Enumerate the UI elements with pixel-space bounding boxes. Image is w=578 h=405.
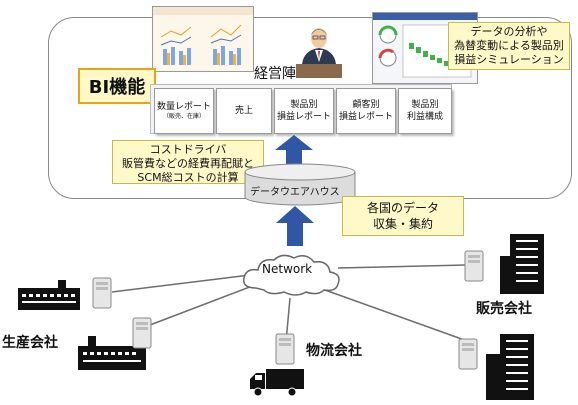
factory-icon — [18, 280, 80, 310]
upper-up-arrow — [275, 135, 313, 167]
data-warehouse-cylinder — [244, 163, 356, 206]
data-warehouse-label: データウエアハウス — [250, 187, 340, 198]
report-product-profit: 製品別 利益構成 — [398, 88, 452, 134]
production-company-label: 生産会社 — [2, 335, 58, 351]
report-sales: 売上 — [216, 88, 272, 134]
factory-icon-2 — [78, 336, 146, 370]
report-title: 売上 — [234, 106, 253, 116]
collect-callout: 各国のデータ 収集・集約 — [342, 196, 464, 236]
analysis-callout: データの分析や 為替変動による製品別 損益シミュレーション — [448, 22, 570, 70]
simulation-thumbnail — [372, 12, 478, 84]
network-label: Network — [262, 262, 313, 276]
sales-server-icon — [464, 250, 484, 282]
report-subtitle: （販売、在庫） — [162, 113, 205, 120]
production-server-icon-2 — [132, 317, 152, 349]
lower-up-arrow — [276, 206, 314, 246]
sales-server-icon-2 — [458, 338, 478, 370]
truck-icon — [250, 369, 304, 397]
logistics-server-icon — [275, 333, 295, 365]
management-label: 経営陣 — [254, 66, 296, 82]
report-product-pl: 製品別 損益レポート — [274, 88, 334, 134]
report-title: 製品別 利益構成 — [406, 100, 443, 122]
executive-icon — [296, 28, 342, 78]
office-building-icon — [500, 234, 544, 294]
report-title: 数量レポート — [156, 102, 211, 112]
bi-function-box: BI機能 — [78, 68, 156, 104]
production-server-icon — [92, 277, 112, 309]
report-title: 顧客別 損益レポート — [338, 100, 393, 122]
report-quantity: 数量レポート （販売、在庫） — [154, 88, 214, 134]
report-customer-pl: 顧客別 損益レポート — [336, 88, 396, 134]
office-building-icon-2 — [486, 334, 534, 400]
network-cloud-icon — [243, 254, 340, 296]
cost-callout: コストドライバ 販管費などの経費再配賦と SCM総コストの計算 — [112, 140, 264, 184]
sales-company-label: 販売会社 — [476, 301, 532, 317]
report-title: 製品別 損益レポート — [276, 100, 331, 122]
logistics-company-label: 物流会社 — [306, 343, 362, 359]
dashboard-thumbnail — [152, 6, 254, 72]
